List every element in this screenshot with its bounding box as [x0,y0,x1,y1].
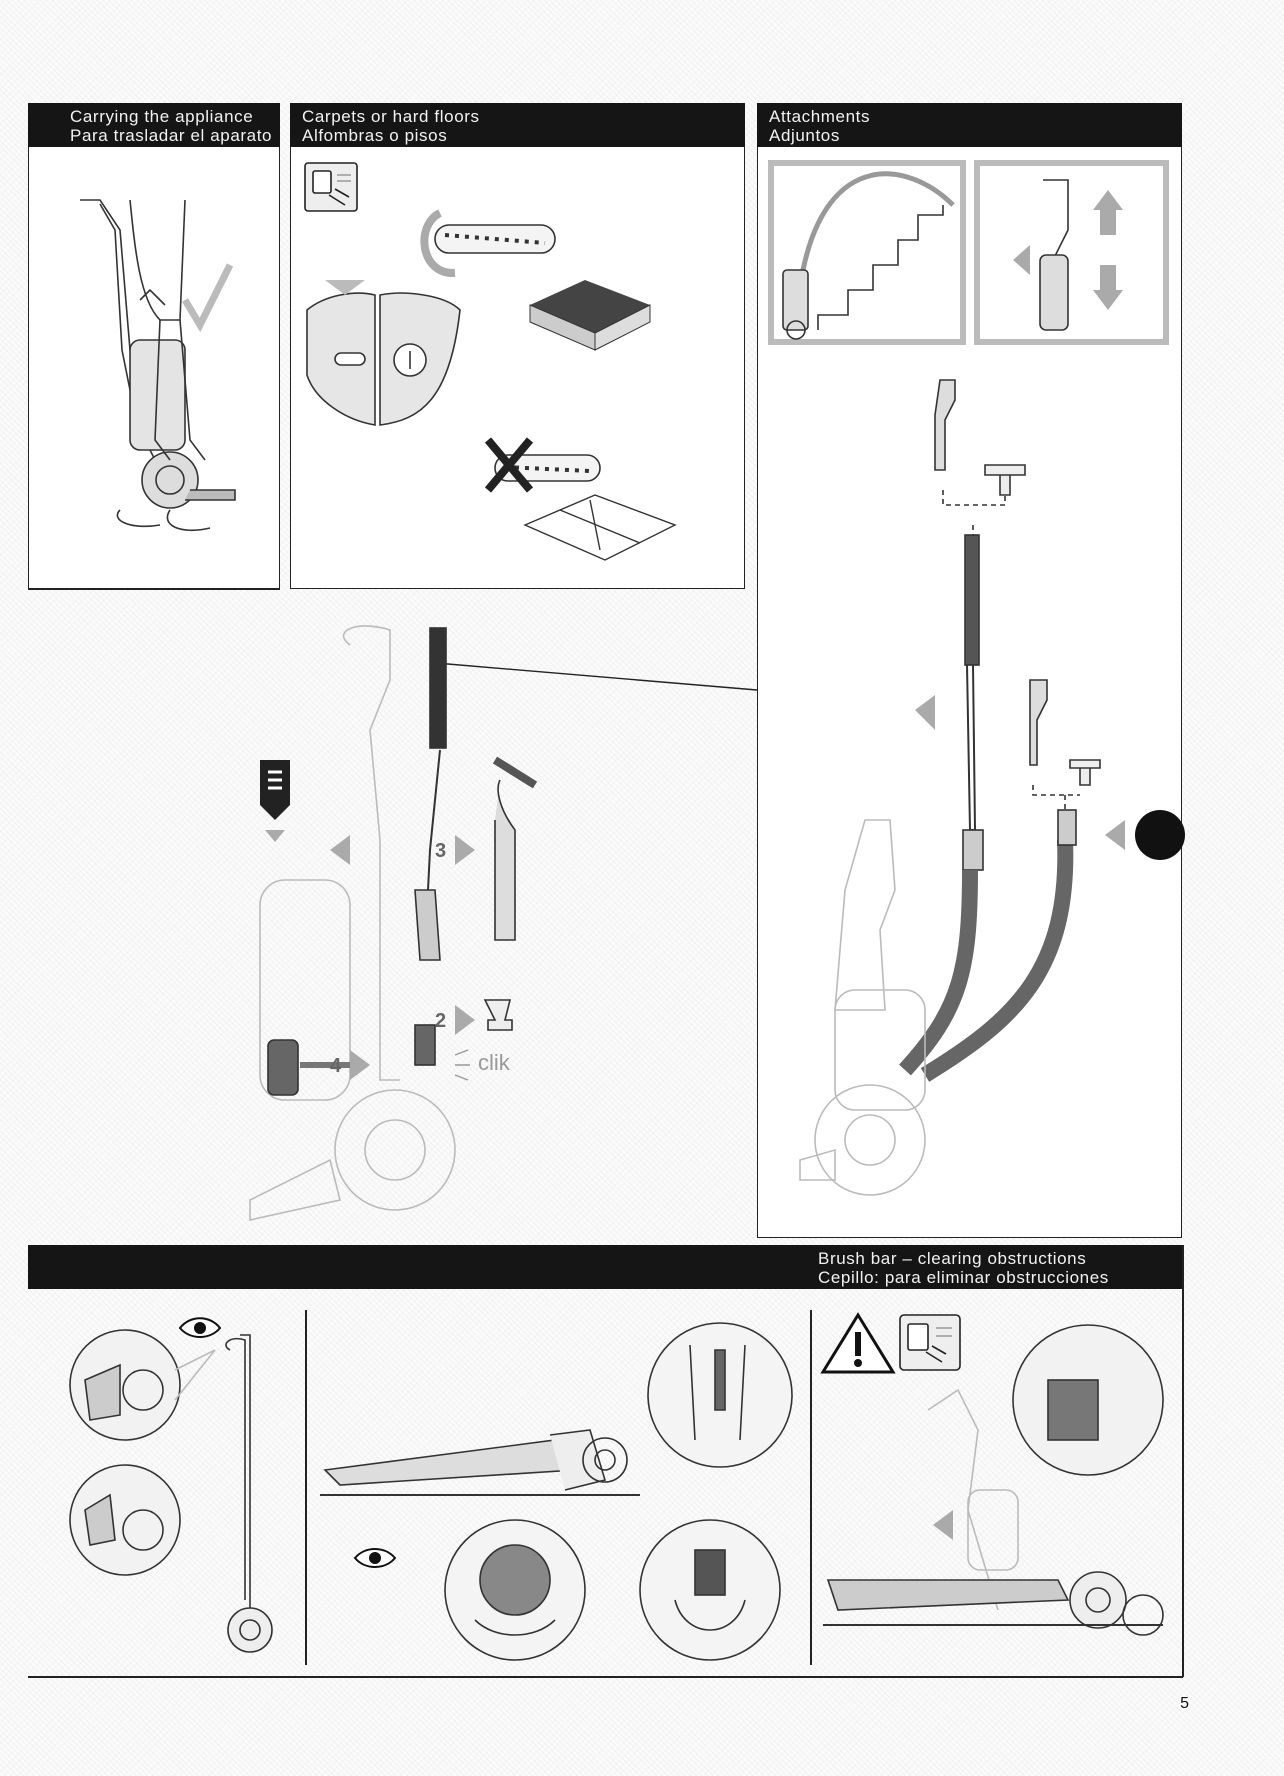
header-carrying-en: Carrying the appliance [70,107,254,126]
header-carrying-es: Para trasladar el aparato [70,126,273,145]
step-3-label: 3 [435,840,446,862]
carpets-illustration [304,162,677,561]
brushbar-step3-illustration [820,1312,1164,1636]
divider-brushbar-1 [305,1310,307,1665]
wand-release-icon [260,760,290,842]
brushbar-step2-illustration [320,1322,793,1661]
clik-sound-label: clik [478,1050,511,1075]
step-marker-dot [1135,810,1185,860]
cross-icon [484,437,534,493]
checkmark-icon [181,263,234,333]
brushbar-step1-illustration [69,1317,273,1653]
header-attachments: Attachments Adjuntos [757,103,1182,147]
divider-mid [28,588,280,590]
header-brushbar: Brush bar – clearing obstructions Cepill… [28,1245,1182,1289]
divider-brushbar-2 [810,1310,812,1665]
header-attachments-es: Adjuntos [769,126,840,145]
divider-brushbar-bottom [28,1676,1183,1678]
step-2-label: 2 [435,1010,446,1032]
attachments-main-illustration [799,379,1185,1196]
header-attachments-en: Attachments [769,107,871,126]
tool-inset [974,160,1169,345]
divider-brushbar-left [1182,1245,1184,1677]
attachments-insets [782,171,1123,340]
hard-floor-swatch [523,494,677,561]
unplug-icon [304,162,358,212]
eye-icon [178,1317,222,1338]
header-carpets: Carpets or hard floors Alfombras o pisos [290,103,745,147]
step-arrows [330,835,475,1080]
header-carpets-en: Carpets or hard floors [302,107,480,126]
step-4-label: 4 [330,1055,342,1077]
header-carpets-es: Alfombras o pisos [302,126,448,145]
carrying-illustration [80,199,236,532]
header-carrying: Carrying the appliance Para trasladar el… [28,103,280,147]
unplug-icon [899,1314,961,1371]
warning-icon [820,1312,896,1374]
header-brushbar-en: Brush bar – clearing obstructions [818,1249,1087,1268]
header-brushbar-es: Cepillo: para eliminar obstrucciones [818,1268,1109,1287]
carpet-swatch [529,280,651,351]
eye-icon [353,1548,397,1568]
page-number: 5 [1180,1695,1189,1712]
wand-release-illustration: 3 2 4 clik [249,625,538,1221]
